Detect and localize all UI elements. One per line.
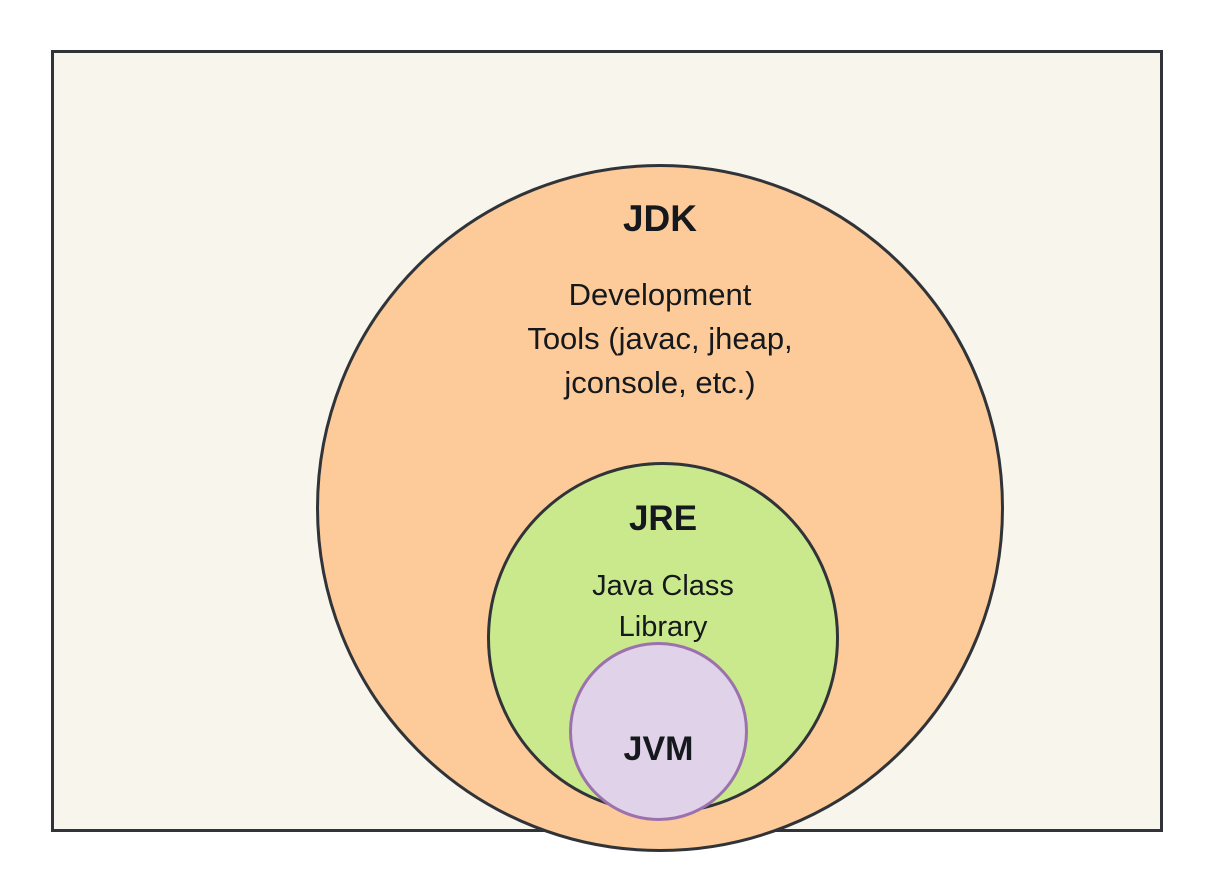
diagram-frame: JDK Development Tools (javac, jheap, jco…	[51, 50, 1163, 852]
jvm-circle	[569, 642, 748, 821]
